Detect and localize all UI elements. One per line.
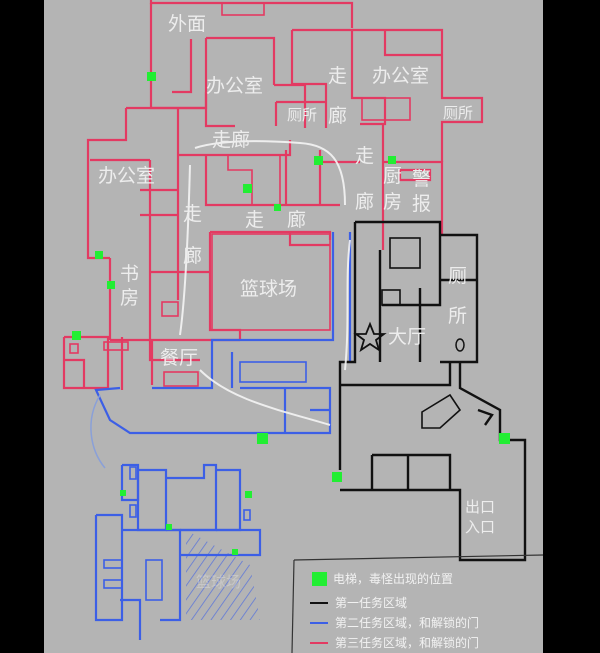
elevator-marker [107, 281, 115, 289]
label-study-a: 书 [120, 263, 139, 285]
label-corridor-left-b: 廊 [183, 245, 202, 267]
label-outside: 外面 [168, 13, 206, 35]
label-restaurant: 餐厅 [160, 347, 198, 369]
label-office-top: 办公室 [206, 75, 263, 97]
legend-item-area-3: 第三任务区域，和解锁的门 [335, 635, 479, 650]
label-office-left: 办公室 [98, 165, 155, 187]
elevator-marker [245, 491, 252, 498]
area-3-walls [62, 0, 484, 390]
elevator-marker [243, 184, 252, 193]
label-entrance: 入口 [465, 518, 495, 536]
label-corridor-low-a: 走 [245, 209, 264, 231]
label-toilet-hall-a: 厕 [448, 265, 467, 287]
label-corridor-low-b: 廊 [287, 209, 306, 231]
label-corridor-top-a: 走 [328, 65, 347, 87]
elevator-marker [257, 433, 268, 444]
label-kitchen-a: 厨 [383, 165, 402, 187]
label-study-b: 房 [120, 287, 139, 309]
label-basketball: 篮球场 [240, 278, 297, 300]
room-labels: 外面 办公室 办公室 办公室 厕所 厕所 走 廊 走廊 走 廊 走 廊 走 廊 … [98, 13, 495, 591]
elevator-marker [332, 472, 342, 482]
area-1-blocked-zones [353, 237, 465, 429]
label-hall: 大厅 [388, 326, 426, 348]
route-arrows [90, 140, 351, 469]
elevator-marker [499, 433, 510, 444]
area-1-walls [338, 220, 527, 562]
label-corridor-right-a: 走 [355, 145, 374, 167]
star-marker-icon [353, 321, 387, 353]
elevator-marker [232, 549, 238, 555]
label-office-right: 办公室 [372, 65, 429, 87]
legend: 电梯，毒怪出现的位置 第一任务区域 第二任务区域，和解锁的门 第三任务区域，和解… [291, 554, 544, 653]
label-corridor-right-b: 廊 [355, 191, 374, 213]
legend-item-area-2: 第二任务区域，和解锁的门 [335, 615, 479, 630]
label-toilet-top: 厕所 [287, 106, 317, 124]
legend-item-elevator: 电梯，毒怪出现的位置 [333, 571, 453, 586]
label-alarm-a: 警 [412, 168, 431, 190]
legend-item-area-1: 第一任务区域 [335, 595, 407, 610]
label-corridor-left-a: 走 [183, 203, 202, 225]
elevator-marker [147, 72, 156, 81]
label-corridor-mid: 走廊 [212, 129, 250, 151]
elevator-marker [95, 251, 103, 259]
legend-swatch-elevator [312, 572, 327, 586]
label-exit: 出口 [465, 498, 495, 516]
label-kitchen-b: 房 [383, 191, 402, 213]
elevator-marker [166, 524, 172, 530]
elevator-markers [72, 72, 510, 555]
elevator-marker [120, 490, 126, 496]
elevator-marker [314, 156, 323, 165]
label-corridor-top-b: 廊 [328, 105, 347, 127]
elevator-marker [72, 331, 81, 340]
elevator-marker [388, 156, 396, 164]
area-2-blocked-zones [103, 361, 307, 620]
label-basketball-lower: 篮球场 [196, 573, 241, 591]
area-3-blocked-zones [69, 2, 411, 387]
elevator-marker [274, 204, 281, 211]
label-toilet-right: 厕所 [443, 104, 473, 122]
label-alarm-b: 报 [412, 193, 431, 215]
label-toilet-hall-b: 所 [448, 305, 467, 327]
